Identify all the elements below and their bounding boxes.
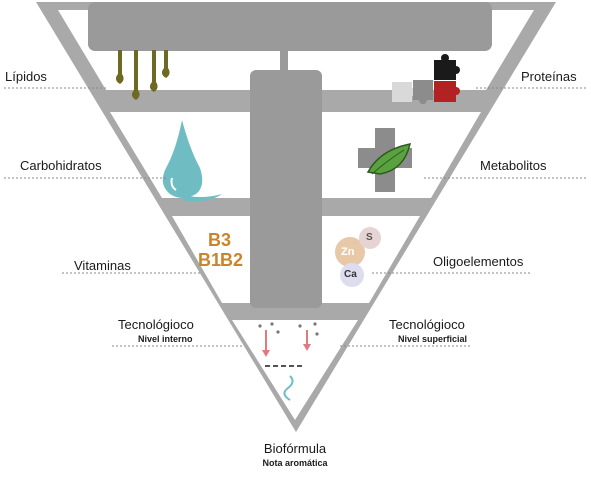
top-bar bbox=[88, 2, 492, 51]
puzzle-pieces-icon bbox=[392, 54, 460, 104]
top-connector bbox=[280, 51, 288, 73]
mineral-spheres-icon bbox=[335, 227, 381, 287]
label-bioformula: Biofórmula bbox=[263, 441, 327, 456]
label-carbohidratos: Carbohidratos bbox=[20, 158, 102, 173]
chamber-vitaminas bbox=[172, 216, 250, 303]
label-tecnologico-interno: Tecnológioco bbox=[118, 317, 194, 332]
label-metabolitos: Metabolitos bbox=[480, 158, 547, 173]
label-tecnologico-superficial: Tecnológioco bbox=[389, 317, 465, 332]
element-ca: Ca bbox=[344, 269, 357, 280]
chamber-tecnologico bbox=[232, 320, 358, 420]
aroma-swirl-icon bbox=[283, 375, 294, 401]
leader-lines bbox=[4, 87, 588, 347]
vitamin-b2: B2 bbox=[220, 250, 244, 270]
cross-leaf-icon bbox=[358, 128, 412, 192]
element-zn: Zn bbox=[341, 246, 355, 258]
oil-drips-icon bbox=[115, 50, 170, 100]
label-nivel-superficial: Nivel superficial bbox=[398, 334, 468, 344]
tech-arrows bbox=[258, 322, 319, 367]
element-s: S bbox=[366, 232, 373, 243]
label-proteinas: Proteínas bbox=[521, 69, 577, 84]
vitamin-b1: B1 bbox=[198, 250, 222, 270]
label-oligoelementos: Oligoelementos bbox=[433, 254, 524, 269]
vitamin-b3: B3 bbox=[208, 230, 232, 250]
label-lipidos: Lípidos bbox=[5, 69, 47, 84]
label-nota-aromatica: Nota aromática bbox=[262, 458, 328, 468]
center-pillar bbox=[250, 70, 322, 308]
label-vitaminas: Vitaminas bbox=[74, 258, 131, 273]
water-drop-icon bbox=[162, 120, 222, 202]
label-nivel-interno: Nivel interno bbox=[138, 334, 193, 344]
